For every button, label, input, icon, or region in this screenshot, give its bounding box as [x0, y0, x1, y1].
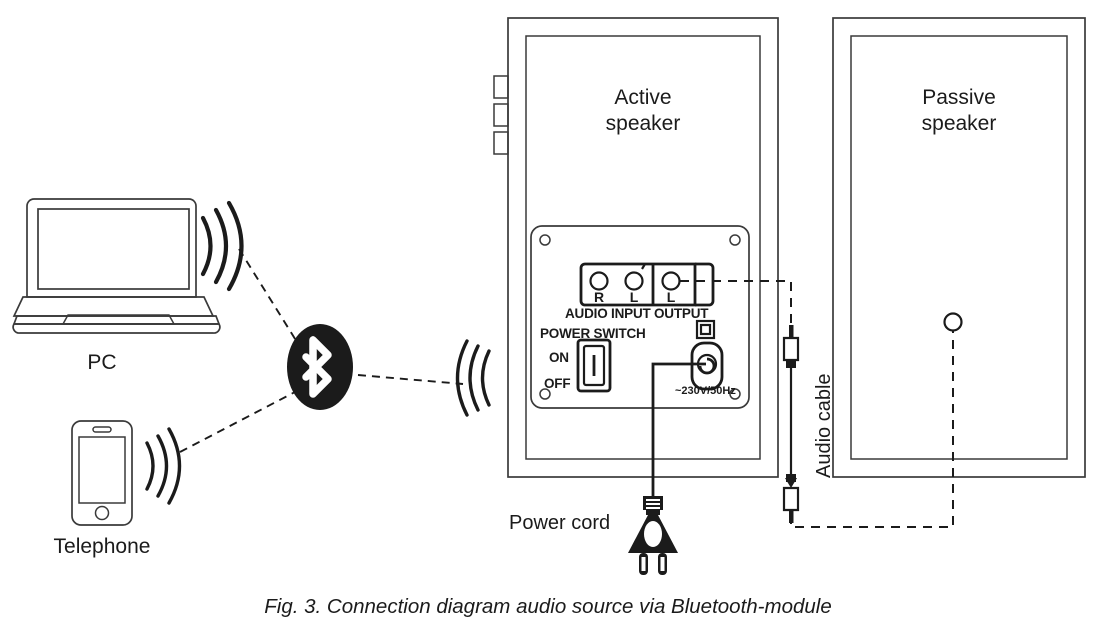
wireless-waves-icon-active-speaker: [455, 339, 491, 417]
ac-inlet-icon: [690, 319, 724, 391]
jack-output-l: [661, 271, 681, 291]
figure-caption: Fig. 3. Connection diagram audio source …: [264, 595, 832, 618]
audio-cable-label: Audio cable: [813, 373, 835, 478]
jack-label-output-l: L: [666, 289, 676, 305]
audio-cable: [782, 325, 800, 523]
jack-label-audio-input-r: R: [593, 289, 605, 305]
power-switch-off-label: OFF: [544, 376, 571, 391]
trs-35mm-plug-top: [782, 325, 800, 368]
active-speaker-enclosure: [493, 17, 779, 478]
power-switch-label: POWER SWITCH: [540, 326, 646, 341]
pc-label: PC: [87, 351, 117, 374]
audio-input-label: AUDIO INPUT: [565, 306, 651, 321]
link-bluetooth-to-speaker: [357, 374, 464, 385]
jack-label-audio-input-l: L: [629, 289, 639, 305]
active-speaker-title-line2: speaker: [605, 112, 681, 135]
passive-speaker-title-line2: speaker: [921, 112, 997, 135]
passive-speaker-title-line1: Passive: [922, 86, 996, 109]
link-pc-to-bluetooth: [238, 248, 298, 343]
passive-speaker-enclosure: [832, 17, 1086, 478]
laptop-icon: [12, 198, 221, 334]
trs-35mm-plug-bottom: [782, 474, 800, 523]
wireless-waves-icon-telephone: [145, 427, 182, 505]
power-switch-on-label: ON: [549, 350, 569, 365]
jack-block: [579, 262, 715, 307]
link-telephone-to-bluetooth: [179, 391, 296, 453]
europlug-icon: [628, 496, 678, 575]
active-speaker-control-panel: [530, 225, 750, 409]
power-cord-label: Power cord: [509, 512, 611, 534]
mains-voltage-label: ~230V/50Hz: [675, 385, 736, 397]
power-switch[interactable]: [576, 338, 612, 393]
bluetooth-icon: [287, 324, 353, 410]
jack-audio-input-r: [589, 271, 609, 291]
power-cord-wire: [651, 362, 706, 520]
active-speaker-title-line1: Active: [614, 86, 672, 109]
smartphone-icon: [71, 420, 133, 526]
jack-audio-input-l: [624, 271, 644, 291]
telephone-label: Telephone: [53, 535, 151, 558]
terminal-port-icon: [943, 312, 963, 332]
output-label: OUTPUT: [654, 306, 709, 321]
wireless-waves-icon-pc: [200, 200, 244, 292]
